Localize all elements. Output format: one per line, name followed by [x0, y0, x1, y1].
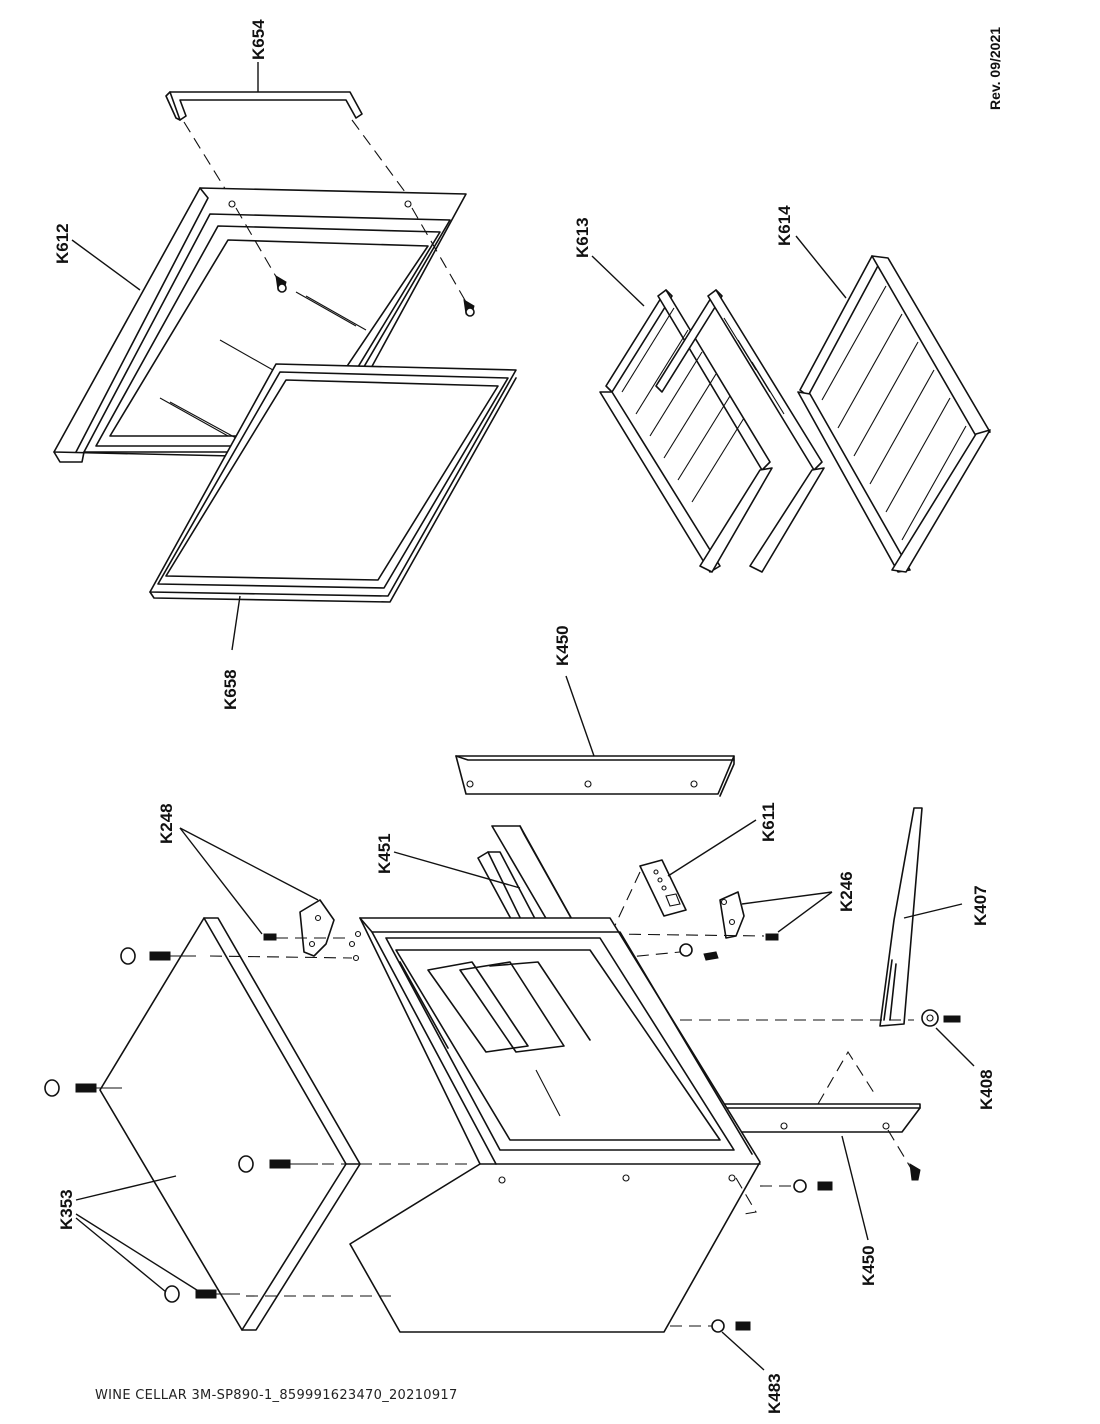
label-k450-bottom: K450	[859, 1245, 878, 1286]
label-k248: K248	[157, 803, 176, 844]
k613-shelf-front	[599, 289, 773, 573]
leader-k353-c	[75, 1217, 167, 1293]
leader-k450-bottom	[841, 1135, 869, 1241]
cab-dash-front	[735, 1177, 757, 1215]
label-k246: K246	[837, 871, 856, 912]
k483-foot	[711, 1179, 833, 1333]
k614-shelf	[797, 255, 991, 573]
k654-handle	[165, 91, 363, 121]
leader-k612	[71, 239, 141, 291]
footer-model-code: WINE CELLAR 3M-SP890-1_859991623470_2021…	[95, 1388, 458, 1403]
k353-feet	[44, 947, 318, 1303]
label-k658: K658	[221, 669, 240, 710]
cabinet-body	[348, 917, 761, 1333]
leader-k248-b	[179, 827, 263, 935]
k612-screws	[275, 275, 475, 317]
label-k611: K611	[759, 802, 778, 842]
label-k612: K612	[53, 223, 72, 264]
leader-k614	[795, 235, 847, 299]
label-k353: K353	[57, 1189, 76, 1230]
k450-bottom-dash-b	[887, 1129, 913, 1171]
side-dash-1	[209, 955, 353, 959]
k450-bottom-dash	[817, 1050, 877, 1105]
leader-k353-a	[75, 1175, 177, 1201]
label-k408: K408	[977, 1069, 996, 1110]
k611-control-panel	[639, 859, 687, 917]
leader-k450-top	[565, 675, 595, 757]
k654-dash-right	[351, 119, 409, 197]
k353-side-panel	[99, 917, 361, 1331]
leader-k613	[591, 255, 645, 307]
k248-hinge	[263, 899, 335, 957]
label-k613: K613	[573, 217, 592, 258]
leader-k248-a	[179, 827, 319, 901]
k612-screw-dash-left	[235, 207, 279, 281]
leader-k353-b	[75, 1213, 201, 1293]
leader-k483	[721, 1331, 765, 1371]
k246-hinge	[679, 891, 779, 961]
k613-shelf-rear	[655, 289, 825, 573]
revision-label: Rev. 09/2021	[987, 27, 1003, 110]
leader-k246-b	[777, 891, 833, 933]
k658-gasket	[149, 363, 517, 603]
leader-k407	[903, 903, 963, 919]
leader-k246-a	[741, 891, 833, 905]
leader-k408	[935, 1027, 975, 1067]
label-k451: K451	[375, 833, 394, 874]
k246-dash	[609, 933, 765, 937]
label-k483: K483	[765, 1373, 784, 1414]
label-k614: K614	[775, 205, 794, 246]
k450-bottom-screw	[909, 1163, 921, 1181]
k407-handle-bar	[879, 807, 923, 1027]
leader-k658	[231, 595, 241, 651]
leader-k451	[393, 851, 521, 889]
k654-dash-left	[183, 121, 233, 201]
k408-pivot	[921, 1009, 961, 1027]
label-k450-top: K450	[553, 625, 572, 666]
label-k654: K654	[249, 19, 268, 60]
label-k407: K407	[971, 885, 990, 926]
k450-top-rail	[455, 755, 735, 797]
leader-k611	[667, 819, 757, 877]
